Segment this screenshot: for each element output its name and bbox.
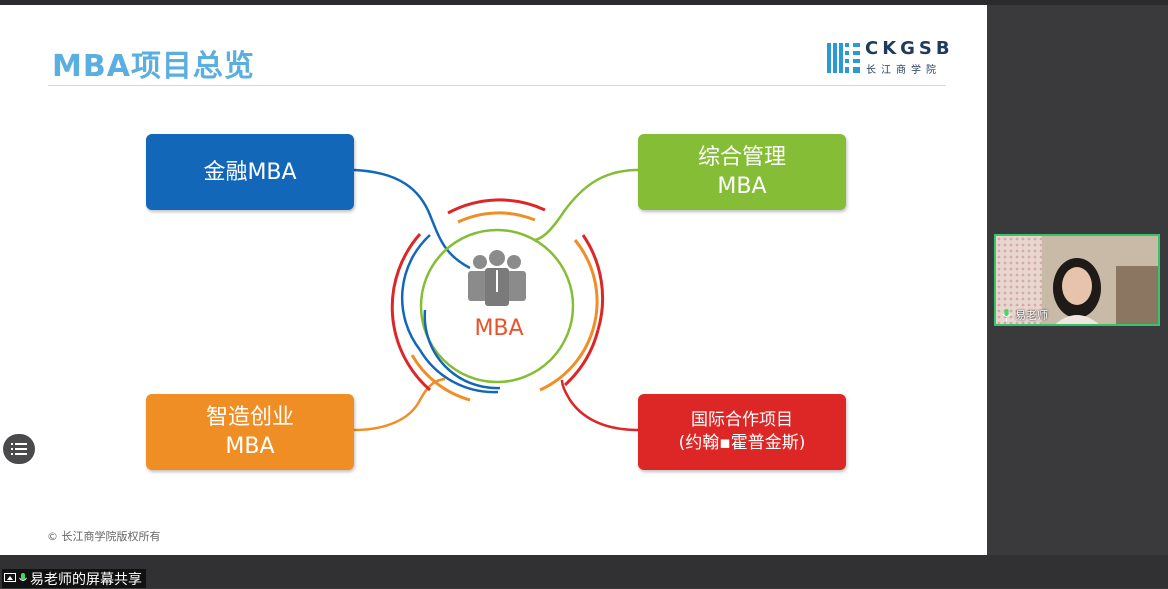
participant-video-tile[interactable]: 易老师 [994,234,1160,326]
connector-international [560,379,639,432]
program-label: 国际合作项目 [690,410,793,430]
screen-share-label: 易老师的屏幕共享 [2,569,146,588]
program-label: 金融MBA [203,159,297,185]
mba-diagram [353,168,639,432]
people-group-icon [468,250,526,306]
program-sublabel: MBA [717,174,767,199]
ckgsb-logo: CKGSB 长江商学院 [827,38,950,76]
red-arc-top-inner [457,211,536,224]
title-divider [48,85,946,86]
participant-name: 易老师 [1015,309,1048,322]
blue-arc [400,234,501,390]
logo-chinese-text: 长江商学院 [866,65,941,76]
connector-general [534,168,639,242]
program-sublabel: (约翰▪霍普金斯) [678,433,806,453]
sidebar-toggle-button[interactable] [3,434,35,464]
program-label: 智造创业 [205,405,294,430]
microphone-icon [19,572,27,581]
connector-manufacturing [353,377,446,432]
red-arc-left [390,233,431,392]
blue-arc-bottom [418,349,499,394]
red-arc-top [447,198,546,215]
list-icon [11,443,27,455]
program-sublabel: MBA [225,434,275,459]
program-box-finance: 金融MBA [146,134,354,210]
participant-name-label: 易老师 [999,306,1054,324]
orange-arc [539,239,599,392]
connector-finance [353,168,471,270]
red-arc-right [581,234,605,331]
orange-arc-bottom [410,354,471,402]
program-label: 综合管理 [697,145,786,170]
microphone-icon [1002,309,1011,321]
participant-video [996,236,1158,324]
red-arc-bottom [563,329,600,387]
logo-english-text: CKGSB [865,38,954,59]
inner-circle [419,228,575,384]
program-box-smart-manufacturing: 智造创业 MBA [146,394,354,470]
screen-share-text: 易老师的屏幕共享 [30,571,142,588]
program-box-general-management: 综合管理 MBA [638,134,846,210]
slide-title: MBA项目总览 [52,49,255,84]
program-box-international: 国际合作项目 (约翰▪霍普金斯) [638,394,846,470]
copyright-text: © 长江商学院版权所有 [47,530,161,543]
shared-slide: MBA项目总览 CKGSB 长江商学院 [0,5,987,555]
window-top-bar [0,0,1168,5]
ckgsb-logo-mark-icon [827,39,860,73]
center-mba-label: MBA [474,316,524,341]
screen-share-icon [4,573,16,582]
bottom-bar [0,555,1168,588]
